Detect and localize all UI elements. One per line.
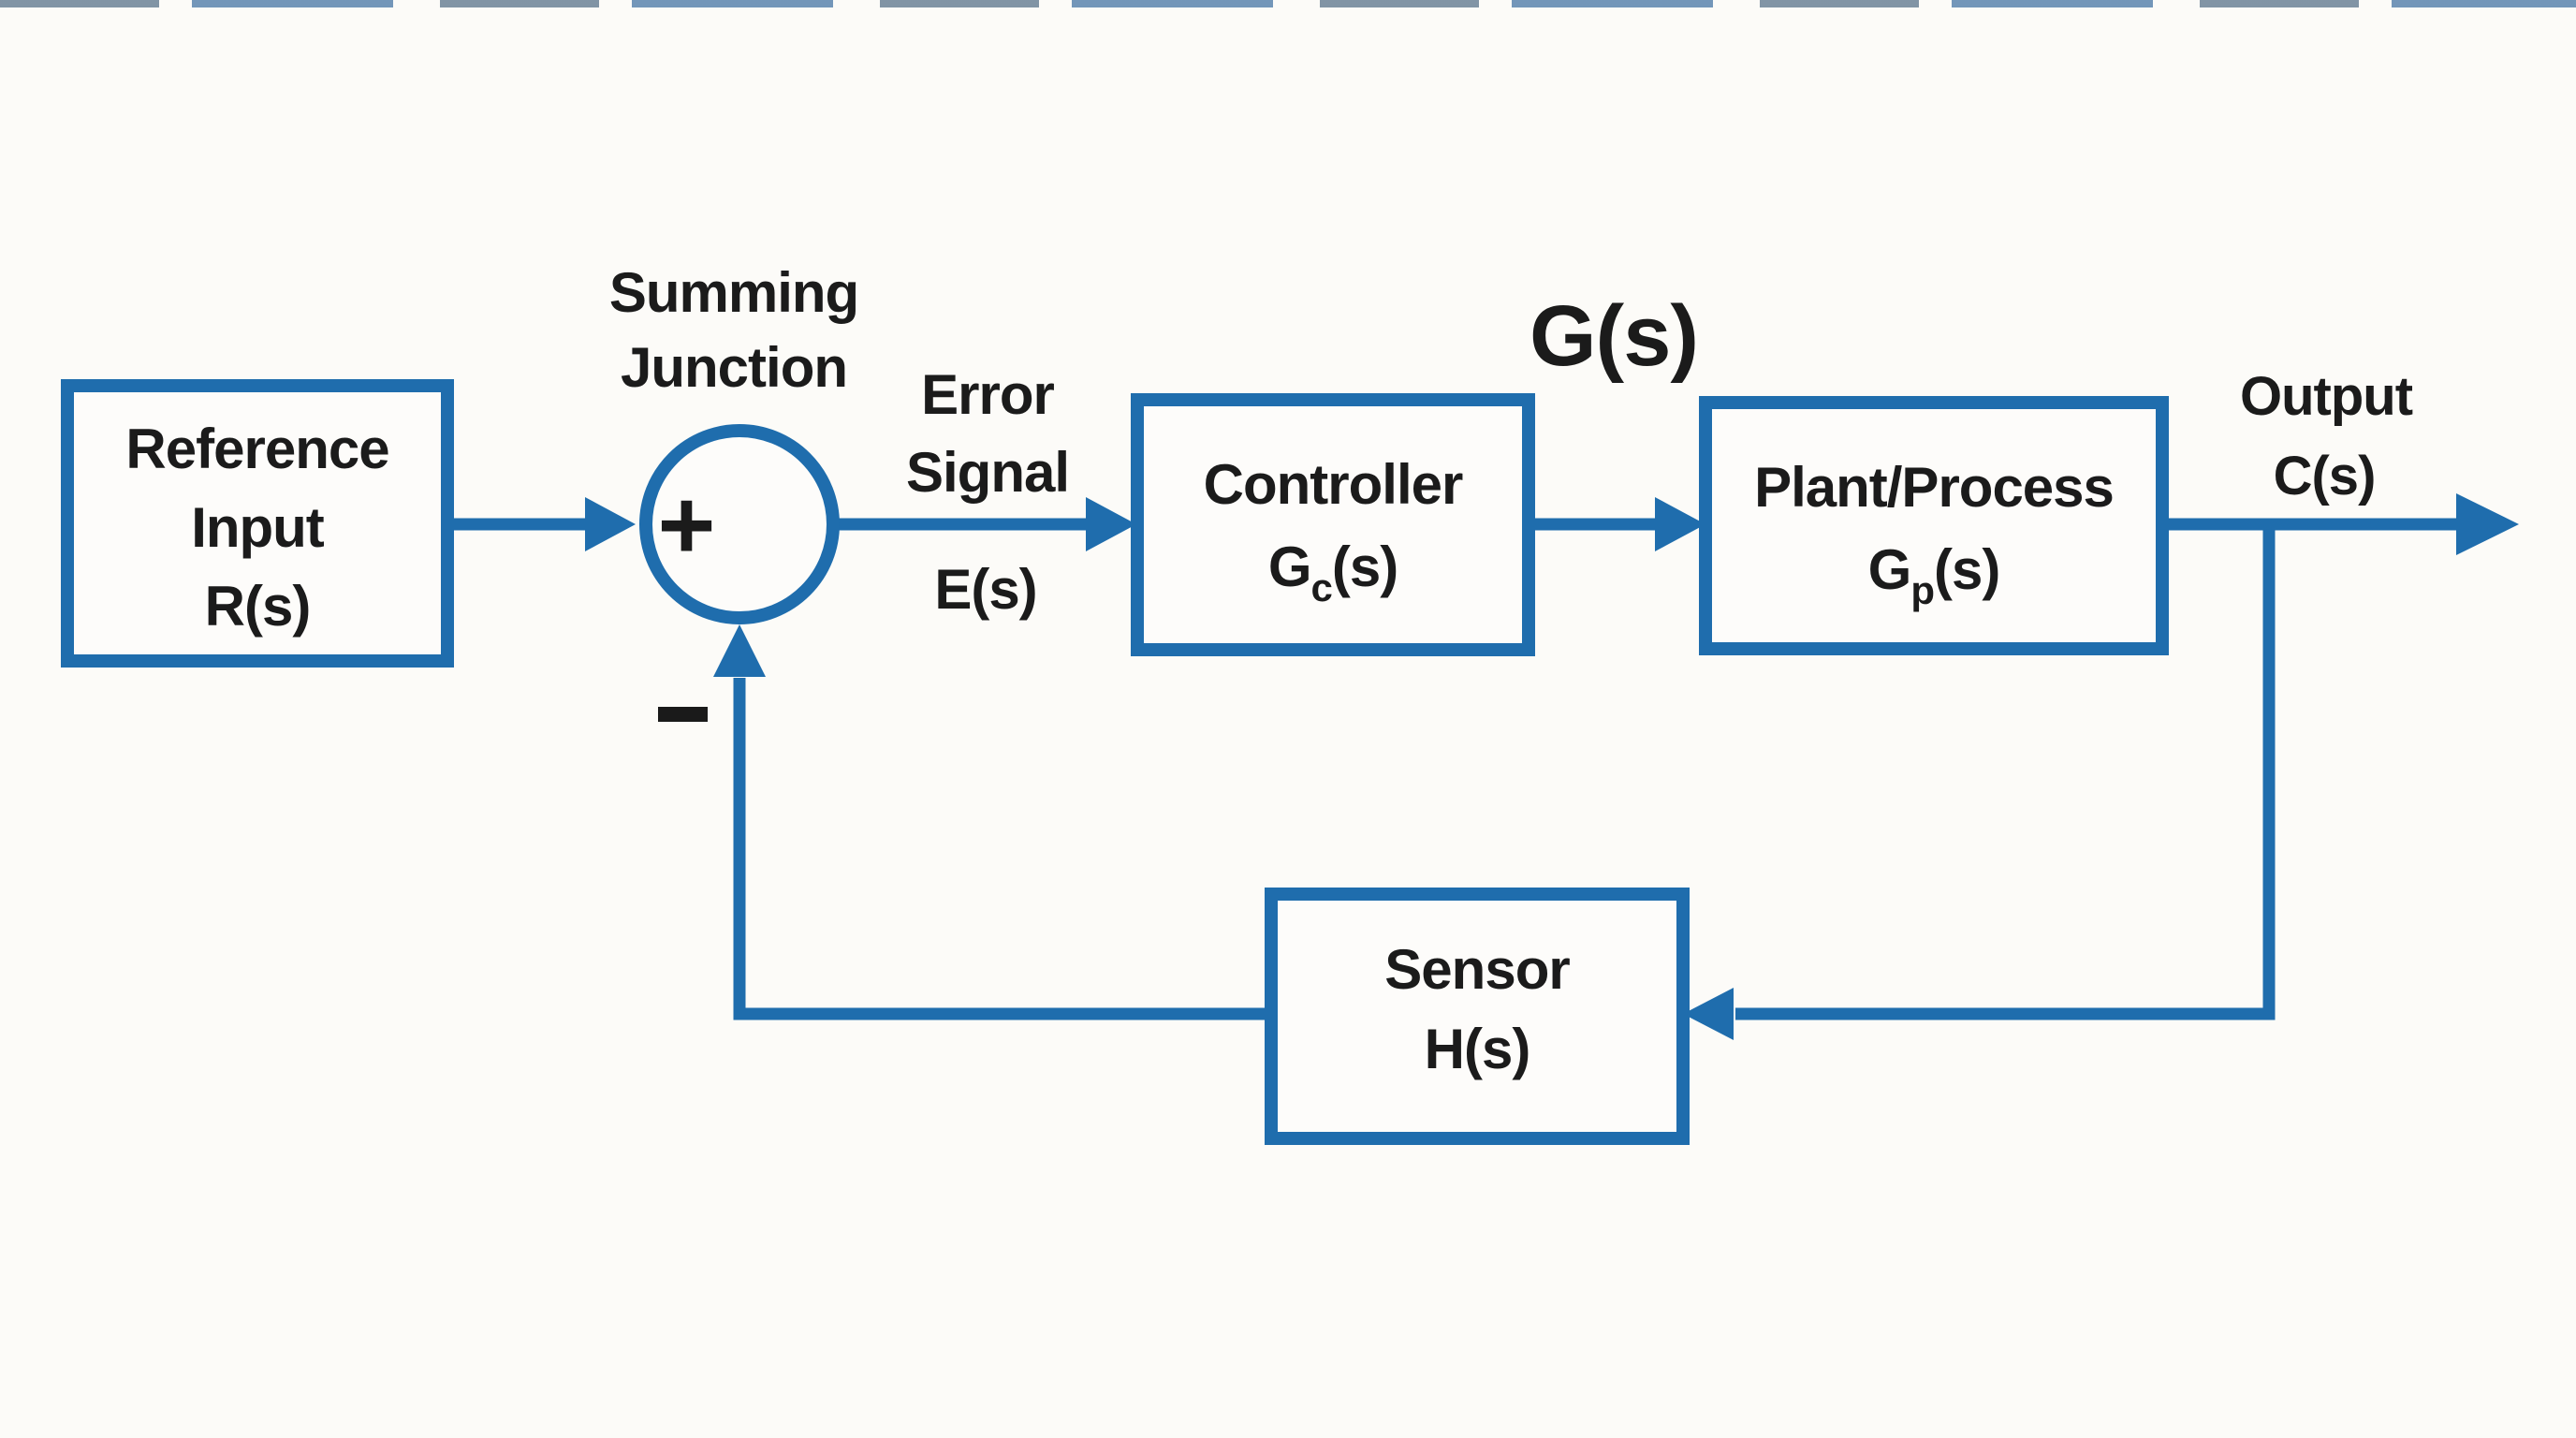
error-signal-label-line1: Error [921,363,1054,426]
controller-label: Controller [1204,453,1463,516]
plant-process-block [1699,396,2169,655]
plant-transfer-function: Gp(s) [1868,538,2000,612]
arrowhead-into-controller [1086,497,1136,551]
arrowhead-into-sensor [1683,988,1734,1040]
controller-tf-main: G [1268,536,1311,598]
controller-tf-subscript: c [1310,565,1332,609]
forward-path-label: G(s) [1530,288,1698,384]
summing-junction-label-line2: Junction [621,336,847,399]
arrowhead-into-summing-bottom [713,624,766,677]
controller-block [1131,393,1535,656]
reference-input-block [61,379,454,668]
cropped-top-edge-artifact [0,0,2576,7]
sensor-symbol: H(s) [1425,1018,1530,1080]
error-signal-label-line2: Signal [906,441,1069,504]
controller-tf-rest: (s) [1332,536,1398,598]
sensor-label: Sensor [1384,938,1570,1001]
arrowhead-into-plant [1655,497,1705,551]
wire-feedback-left [733,678,1271,1020]
controller-transfer-function: Gc(s) [1268,536,1398,609]
plus-sign: + [658,470,715,580]
summing-junction [639,424,840,624]
output-symbol: C(s) [2274,446,2376,506]
minus-sign [658,707,708,722]
reference-label-line1: Reference [125,418,388,480]
plant-tf-rest: (s) [1934,538,1999,601]
plant-tf-subscript: p [1910,568,1934,612]
summing-junction-label-line1: Summing [609,261,858,324]
wire-feedback-right [1735,524,2276,1020]
error-signal-symbol: E(s) [934,558,1036,621]
arrowhead-into-summing [585,497,636,551]
output-label-line1: Output [2240,366,2413,427]
plant-tf-main: G [1868,538,1911,601]
sensor-block [1265,888,1690,1145]
reference-label-line2: Input [191,496,325,559]
reference-symbol: R(s) [205,575,311,638]
arrowhead-output [2456,493,2519,555]
plant-label: Plant/Process [1754,456,2114,519]
